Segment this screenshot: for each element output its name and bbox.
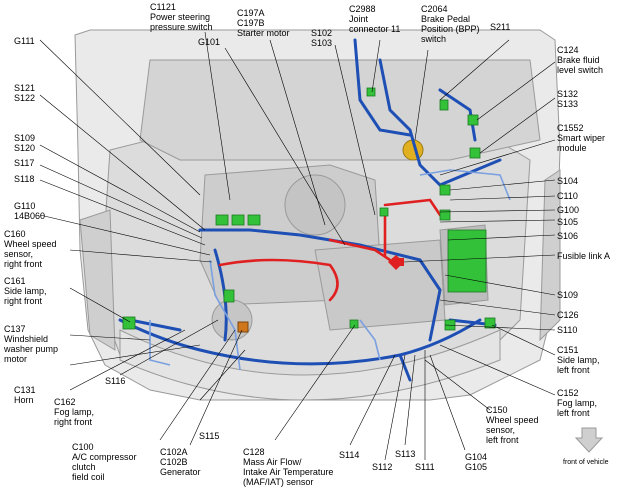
- label-s211: S211: [490, 22, 511, 32]
- label-s106: S106: [557, 231, 579, 241]
- front-arrow-icon: [574, 427, 604, 453]
- label-c126: C126: [557, 310, 579, 320]
- label-s115: S115: [199, 431, 220, 441]
- vehicle-body: [74, 29, 561, 401]
- generator-connector: [237, 321, 249, 333]
- label-s118: S118: [14, 174, 35, 184]
- label-s104: S104: [557, 176, 579, 186]
- label-s109-right: S109: [557, 290, 579, 300]
- fusible-link: [388, 255, 404, 270]
- blue-harness-light: [149, 169, 511, 371]
- label-fusible-link: Fusible link A: [557, 251, 611, 261]
- label-front-of-vehicle: front of vehicle: [563, 459, 609, 466]
- label-s111: S111: [415, 462, 435, 472]
- red-harness: [218, 198, 442, 302]
- label-s112: S112: [372, 462, 393, 472]
- label-s113: S113: [395, 449, 416, 459]
- blue-harness: [118, 38, 502, 382]
- label-g100: G100: [557, 205, 580, 215]
- label-s110: S110: [557, 325, 578, 335]
- label-g101: G101: [198, 37, 221, 47]
- label-g111: G111: [14, 36, 35, 46]
- leader-lines: [39, 31, 556, 461]
- label-s117: S117: [14, 158, 35, 168]
- label-c110: C110: [557, 191, 578, 201]
- label-s105: S105: [557, 217, 579, 227]
- label-s114: S114: [339, 450, 360, 460]
- connectors: [122, 87, 496, 331]
- label-s116: S116: [105, 376, 126, 386]
